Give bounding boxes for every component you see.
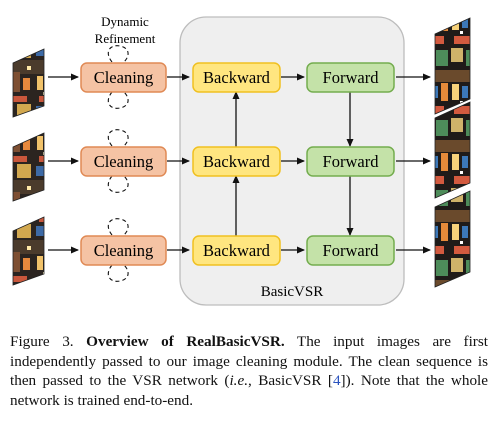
cleaning-module-3 (80, 235, 167, 266)
basicvsr-label: BasicVSR (261, 284, 324, 300)
input-frame-1 (12, 48, 45, 118)
forward-module-2-label: Forward (323, 152, 380, 171)
output-frame-1 (434, 17, 471, 115)
dynamic-refinement-label-line1: Dynamic (101, 14, 149, 29)
figure-caption: Figure 3. Overview of RealBasicVSR. The … (10, 332, 488, 410)
output-frame-2 (434, 101, 471, 199)
input-frame-2 (12, 132, 45, 202)
backward-module-1 (192, 62, 281, 93)
refinement-loop-2 (107, 129, 129, 193)
refinement-loop-3 (107, 218, 129, 282)
citation-link[interactable]: 4 (332, 372, 341, 390)
input-frame-3 (12, 216, 45, 286)
cleaning-module-1-label: Cleaning (94, 68, 154, 87)
cleaning-module-2-label: Cleaning (94, 152, 154, 171)
forward-module-2 (306, 146, 395, 177)
forward-module-3 (306, 235, 395, 266)
cleaning-module-2 (80, 146, 167, 177)
output-frame-3 (434, 190, 471, 288)
caption-text-c: ]). Note that the whole network is train… (10, 372, 488, 409)
backward-module-2 (192, 146, 281, 177)
dynamic-refinement-label-line2: Refinement (95, 31, 156, 46)
forward-module-3-label: Forward (323, 241, 380, 260)
backward-module-3-label: Backward (203, 241, 271, 260)
backward-module-3 (192, 235, 281, 266)
realbasicvsr-overview-diagram: BasicVSR Dynamic Refinement (12, 14, 471, 306)
figure-label: Figure 3. (10, 333, 87, 350)
cleaning-module-1 (80, 62, 167, 93)
caption-title: Overview of RealBasicVSR. (86, 333, 285, 350)
backward-module-1-label: Backward (203, 68, 271, 87)
backward-module-2-label: Backward (203, 152, 271, 171)
refinement-loop-1 (107, 45, 129, 109)
caption-ie: i.e. (229, 372, 249, 390)
forward-module-1 (306, 62, 395, 93)
caption-text-b: , BasicVSR [ (248, 372, 333, 390)
cleaning-module-3-label: Cleaning (94, 241, 154, 260)
caption-text-a: The input images are first independently… (10, 333, 488, 390)
forward-module-1-label: Forward (323, 68, 380, 87)
